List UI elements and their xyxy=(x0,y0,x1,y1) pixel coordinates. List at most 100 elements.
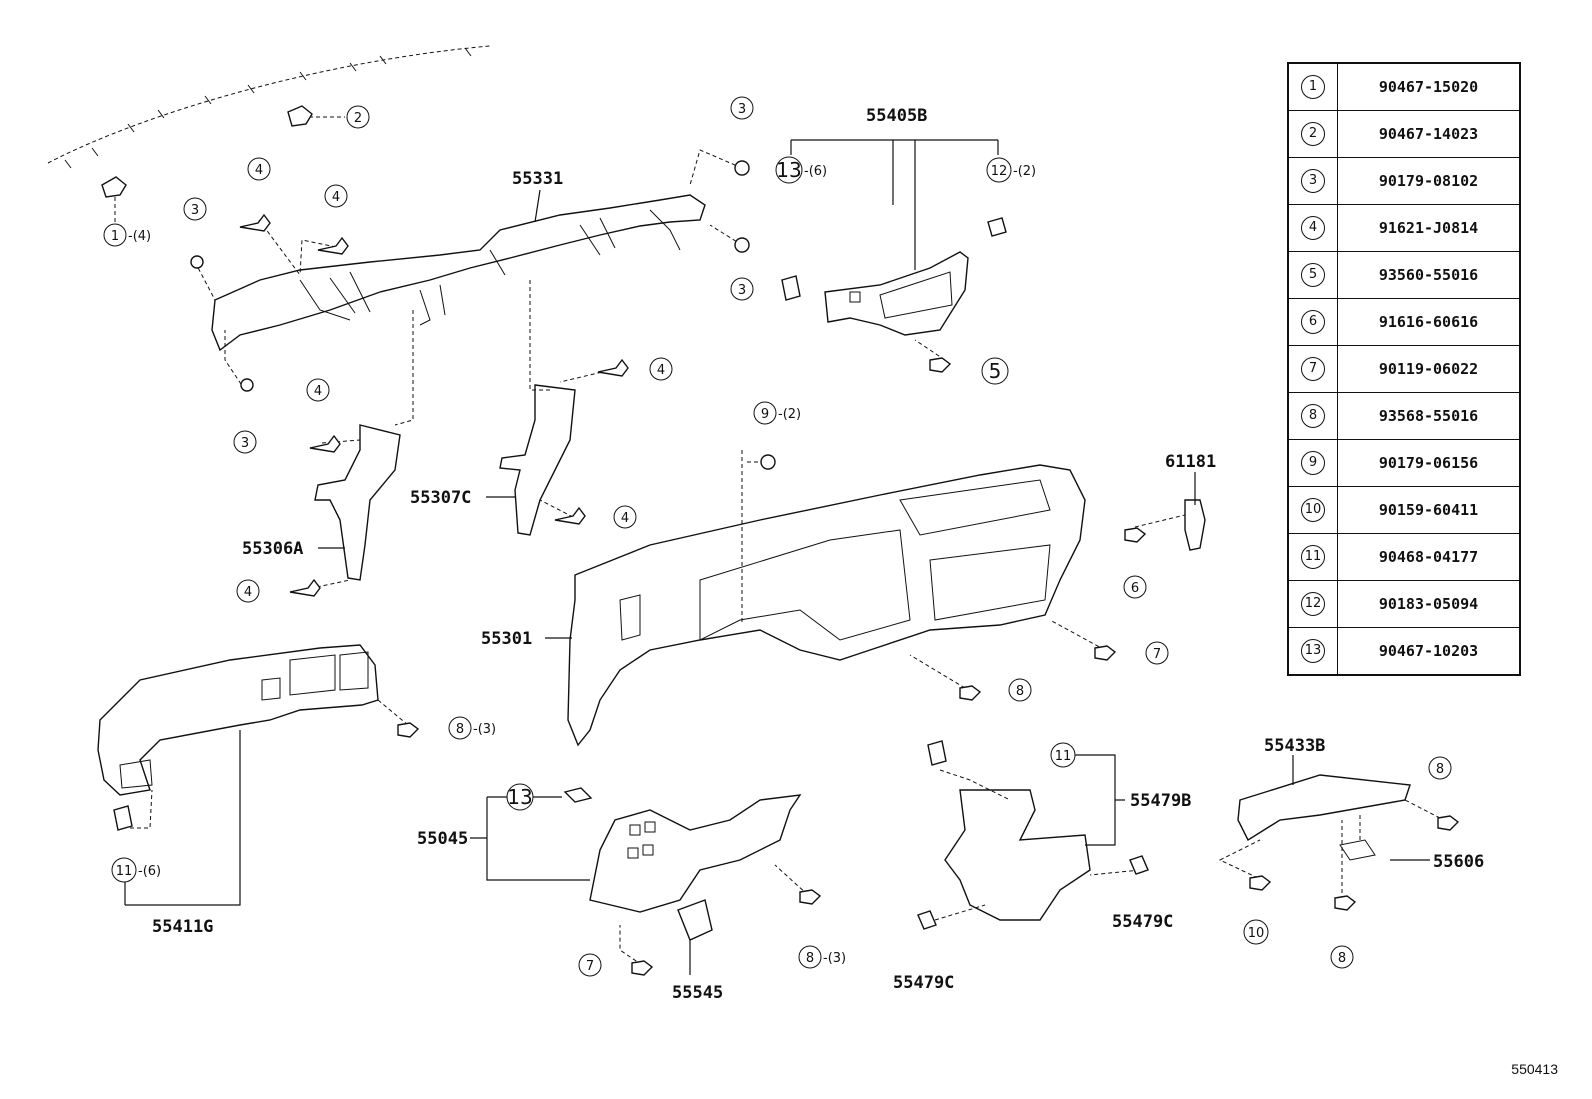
legend-key-number: 2 xyxy=(1301,122,1325,146)
label-55433b: 55433B xyxy=(1264,736,1325,756)
svg-text:13: 13 xyxy=(507,785,532,809)
legend-key-cell: 11 xyxy=(1287,533,1338,581)
nut-9-fastener-icon xyxy=(760,454,776,470)
glove-box-55433b xyxy=(1237,774,1411,861)
callout-13b: 13 xyxy=(506,783,534,811)
svg-text:3: 3 xyxy=(738,102,746,117)
legend-key-cell: 6 xyxy=(1287,298,1338,346)
screw-6-fastener-icon xyxy=(1124,527,1147,543)
legend-key-number: 6 xyxy=(1301,310,1325,334)
legend-key-cell: 5 xyxy=(1287,251,1338,299)
svg-text:13: 13 xyxy=(776,158,801,182)
legend-part-number: 90183-05094 xyxy=(1337,580,1521,628)
clip-11-fastener-icon xyxy=(113,740,947,831)
brace-55306a xyxy=(314,424,401,581)
label-61181: 61181 xyxy=(1165,452,1216,472)
legend-key-number: 1 xyxy=(1301,75,1325,99)
svg-text:-(2): -(2) xyxy=(778,407,801,422)
cluster-finish-panel-55411g xyxy=(97,644,379,796)
callout-7a: 7 xyxy=(1145,641,1169,665)
svg-text:11: 11 xyxy=(116,864,133,879)
callout-7b: 7 xyxy=(578,953,602,977)
label-55479c-right: 55479C xyxy=(1112,912,1173,932)
svg-text:12: 12 xyxy=(991,164,1008,179)
legend-key-number: 11 xyxy=(1301,545,1325,569)
legend-key-number: 9 xyxy=(1301,451,1325,475)
legend-key-number: 8 xyxy=(1301,404,1325,428)
svg-text:4: 4 xyxy=(657,363,665,378)
legend-key-cell: 13 xyxy=(1287,627,1338,676)
label-55045: 55045 xyxy=(417,829,468,849)
label-55479b: 55479B xyxy=(1130,791,1191,811)
svg-text:4: 4 xyxy=(621,511,629,526)
screw-8-fastener-icon xyxy=(397,685,1460,911)
svg-text:3: 3 xyxy=(738,283,746,298)
callout-4e: 4 xyxy=(613,505,637,529)
legend-key-number: 4 xyxy=(1301,216,1325,240)
callout-3b: 3 xyxy=(233,430,257,454)
label-55307c: 55307C xyxy=(410,488,471,508)
legend-part-number: 90467-10203 xyxy=(1337,627,1521,676)
callout-10: 10 xyxy=(1243,919,1269,945)
svg-text:-(3): -(3) xyxy=(823,951,846,966)
leader-lines xyxy=(124,139,1430,975)
label-55301: 55301 xyxy=(481,629,532,649)
svg-text:3: 3 xyxy=(191,203,199,218)
legend-key-number: 7 xyxy=(1301,357,1325,381)
legend-key-number: 5 xyxy=(1301,263,1325,287)
legend-row: 8 93568-55016 xyxy=(1287,392,1521,440)
svg-text:10: 10 xyxy=(1248,926,1265,941)
svg-text:-(2): -(2) xyxy=(1013,164,1036,179)
svg-text:5: 5 xyxy=(989,359,1002,383)
bolt-4-fastener-icon xyxy=(239,213,629,597)
callout-8c: 8-(3) xyxy=(798,945,846,969)
callout-8b: 8-(3) xyxy=(448,716,496,740)
callout-3d: 3 xyxy=(730,277,754,301)
svg-text:8: 8 xyxy=(1436,762,1444,777)
cover-55545 xyxy=(677,899,713,941)
svg-text:4: 4 xyxy=(314,384,322,399)
legend-part-number: 90179-06156 xyxy=(1337,439,1521,487)
diagram-id: 550413 xyxy=(1511,1061,1558,1077)
callout-2: 2 xyxy=(346,105,370,129)
fasteners xyxy=(101,105,1460,976)
lower-panel-55045 xyxy=(589,794,802,913)
callout-5: 5 xyxy=(981,357,1009,385)
legend-key-cell: 7 xyxy=(1287,345,1338,393)
callout-12: 12 -(2) xyxy=(986,157,1036,183)
callout-11b: 11 xyxy=(1050,742,1076,768)
callout-1: 1-(4) xyxy=(103,223,151,247)
legend-part-number: 90159-60411 xyxy=(1337,486,1521,534)
clip-1-fastener-icon xyxy=(101,176,127,198)
callout-3a: 3 xyxy=(183,197,207,221)
screw-5-fastener-icon xyxy=(929,357,952,373)
legend-key-number: 3 xyxy=(1301,169,1325,193)
svg-text:-(4): -(4) xyxy=(128,229,151,244)
label-55331: 55331 xyxy=(512,169,563,189)
svg-text:7: 7 xyxy=(586,959,594,974)
svg-text:4: 4 xyxy=(244,585,252,600)
brace-55307c xyxy=(499,384,576,536)
svg-text:-(6): -(6) xyxy=(804,164,827,179)
legend-part-number: 90467-14023 xyxy=(1337,110,1521,158)
label-55411g: 55411G xyxy=(152,917,213,937)
legend-key-cell: 4 xyxy=(1287,204,1338,252)
callout-8e: 8 xyxy=(1330,945,1354,969)
clip-13-fastener-icon xyxy=(563,275,801,803)
instrument-panel-reinforcement xyxy=(211,194,706,352)
callout-4d: 4 xyxy=(306,378,330,402)
svg-text:8: 8 xyxy=(456,722,464,737)
callout-4f: 4 xyxy=(236,579,260,603)
screw-7-fastener-icon xyxy=(631,645,1117,976)
legend-part-number: 93568-55016 xyxy=(1337,392,1521,440)
legend-key-cell: 2 xyxy=(1287,110,1338,158)
callout-3c: 3 xyxy=(730,96,754,120)
svg-text:-(6): -(6) xyxy=(138,864,161,879)
